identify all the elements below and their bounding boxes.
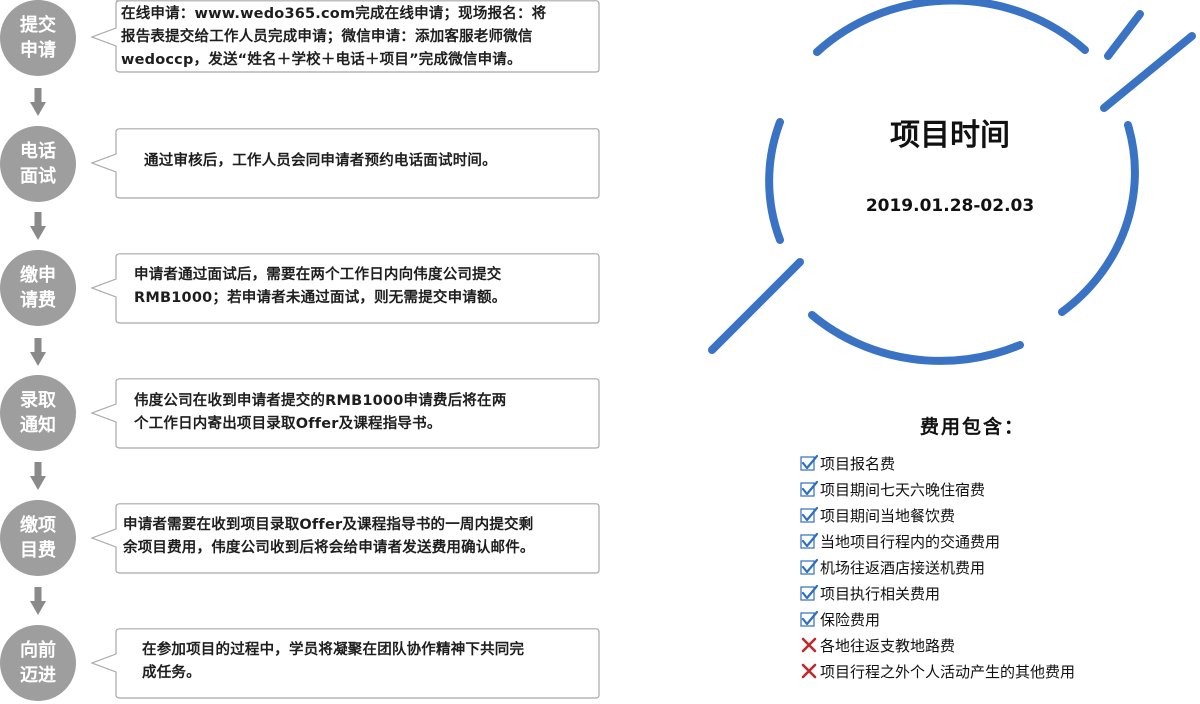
accent-stroke-top-left <box>1104 10 1144 60</box>
step-label-line: 请费 <box>20 290 56 311</box>
checkbox-checked-icon <box>800 506 818 523</box>
fee-item-text: 项目报名费 <box>820 454 896 473</box>
fee-list-title: 费用包含： <box>920 416 1026 438</box>
callout-program-fee: 申请者需要在收到项目录取Offer及课程指导书的一周内提交剩 余项目费用，伟度公… <box>90 503 602 575</box>
step-label-line: 向前 <box>20 640 56 661</box>
step-circle-interview: 电话面试 <box>0 126 76 202</box>
text-line: 在参加项目的过程中，学员将凝聚在团队协作精神下共同完 <box>142 642 525 658</box>
callout-text: 在参加项目的过程中，学员将凝聚在团队协作精神下共同完 成任务。 <box>142 639 594 685</box>
timeline-ring-graphic <box>708 0 1196 365</box>
callout-submit: 在线申请：www.wedo365.com完成在线申请；现场报名：将 报告表提交给… <box>90 0 602 74</box>
step-label-line: 通知 <box>20 415 56 436</box>
callout-frame <box>90 628 600 699</box>
fee-item-text: 项目行程之外个人活动产生的其他费用 <box>820 662 1076 681</box>
fee-item-included: 项目报名费 <box>800 450 1075 476</box>
fee-item-included: 当地项目行程内的交通费用 <box>800 528 1075 554</box>
fee-item-included: 项目执行相关费用 <box>800 580 1075 606</box>
ring-arc-bottom <box>808 311 1024 365</box>
text-line: 个工作日内寄出项目录取Offer及课程指导书。 <box>134 416 442 432</box>
callout-admission: 伟度公司在收到申请者提交的RMB1000申请费后将在两 个工作日内寄出项目录取O… <box>90 378 602 450</box>
fee-item-excluded: 项目行程之外个人活动产生的其他费用 <box>800 658 1075 684</box>
text-line: 申请者需要在收到项目录取Offer及课程指导书的一周内提交剩 <box>123 517 534 533</box>
text-line: 余项目费用，伟度公司收到后将会给申请者发送费用确认邮件。 <box>123 540 535 556</box>
step-label-line: 提交 <box>20 15 56 36</box>
step-label-line: 迈进 <box>20 665 56 686</box>
text-line: 在线申请：www.wedo365.com完成在线申请；现场报名：将 <box>121 6 547 22</box>
callout-frame <box>90 0 600 73</box>
callout-frame <box>90 253 600 324</box>
fee-list: 项目报名费 项目期间七天六晚住宿费 项目期间当地餐饮费 当地项目行程内的交通费用… <box>800 450 1075 684</box>
arrow-down-icon <box>30 338 46 366</box>
accent-stroke-top-right <box>1100 32 1196 112</box>
arrow-down-icon <box>30 462 46 490</box>
arrow-down-icon <box>30 212 46 240</box>
checkbox-checked-icon <box>800 480 818 497</box>
checkbox-checked-icon <box>800 454 818 471</box>
checkbox-checked-icon <box>800 584 818 601</box>
checkbox-checked-icon <box>800 610 818 627</box>
step-label-line: 面试 <box>20 166 56 187</box>
callout-move-forward: 在参加项目的过程中，学员将凝聚在团队协作精神下共同完 成任务。 <box>90 628 602 700</box>
fee-item-excluded: 各地往返支教地路费 <box>800 632 1075 658</box>
fee-item-text: 项目执行相关费用 <box>820 584 941 603</box>
step-circle-move-forward: 向前迈进 <box>0 625 76 701</box>
fee-item-text: 保险费用 <box>820 610 881 629</box>
checkbox-checked-icon <box>800 532 818 549</box>
callout-interview: 通过审核后，工作人员会同申请者预约电话面试时间。 <box>90 128 602 200</box>
text-line: 伟度公司在收到申请者提交的RMB1000申请费后将在两 <box>134 393 507 409</box>
ring-arc-top <box>813 0 1089 56</box>
fee-item-text: 当地项目行程内的交通费用 <box>820 532 1001 551</box>
fee-item-text: 各地往返支教地路费 <box>820 636 956 655</box>
fee-item-text: 项目期间七天六晚住宿费 <box>820 480 986 499</box>
cross-icon <box>801 637 817 653</box>
text-line: 申请者通过面试后，需要在两个工作日内向伟度公司提交 <box>134 267 502 283</box>
text-line: 通过审核后，工作人员会同申请者预约电话面试时间。 <box>144 153 497 169</box>
fee-item-included: 项目期间七天六晚住宿费 <box>800 476 1075 502</box>
text-line: RMB1000；若申请者未通过面试，则无需提交申请额。 <box>134 290 507 306</box>
fee-item-included: 项目期间当地餐饮费 <box>800 502 1075 528</box>
callout-text: 申请者通过面试后，需要在两个工作日内向伟度公司提交 RMB1000；若申请者未通… <box>134 264 594 310</box>
timeline-date: 2019.01.28-02.03 <box>865 196 1035 216</box>
fee-item-text: 机场往返酒店接送机费用 <box>820 558 986 577</box>
callout-text: 申请者需要在收到项目录取Offer及课程指导书的一周内提交剩 余项目费用，伟度公… <box>123 514 599 560</box>
fee-item-included: 机场往返酒店接送机费用 <box>800 554 1075 580</box>
step-circle-program-fee: 缴项目费 <box>0 500 76 576</box>
step-label-line: 缴申 <box>20 265 56 286</box>
text-line: wedoccp，发送“姓名＋学校＋电话＋项目”完成微信申请。 <box>121 52 522 68</box>
callout-text: 通过审核后，工作人员会同申请者预约电话面试时间。 <box>144 150 594 173</box>
callout-frame <box>90 378 600 449</box>
step-label-line: 申请 <box>20 40 56 61</box>
text-line: 成任务。 <box>142 665 201 681</box>
ring-arc-left <box>765 118 784 244</box>
step-label-line: 电话 <box>20 141 56 162</box>
step-circle-admission: 录取通知 <box>0 375 76 451</box>
ring-arc-right <box>1058 121 1139 316</box>
cross-icon <box>801 663 817 679</box>
step-label-line: 目费 <box>20 540 56 561</box>
step-label-line: 录取 <box>20 390 56 411</box>
text-line: 报告表提交给工作人员完成申请；微信申请：添加客服老师微信 <box>121 29 533 45</box>
fee-item-included: 保险费用 <box>800 606 1075 632</box>
checkbox-checked-icon <box>800 558 818 575</box>
timeline-title: 项目时间 <box>890 118 1010 153</box>
arrow-down-icon <box>30 88 46 116</box>
step-circle-submit: 提交申请 <box>0 0 76 76</box>
accent-stroke-bottom-left <box>708 258 804 354</box>
callout-text: 伟度公司在收到申请者提交的RMB1000申请费后将在两 个工作日内寄出项目录取O… <box>134 390 594 436</box>
callout-frame <box>90 503 600 574</box>
arrow-down-icon <box>30 587 46 615</box>
callout-frame <box>90 128 600 199</box>
step-label-line: 缴项 <box>20 515 56 536</box>
callout-application-fee: 申请者通过面试后，需要在两个工作日内向伟度公司提交 RMB1000；若申请者未通… <box>90 253 602 325</box>
step-circle-application-fee: 缴申请费 <box>0 250 76 326</box>
callout-text: 在线申请：www.wedo365.com完成在线申请；现场报名：将 报告表提交给… <box>121 3 599 72</box>
fee-item-text: 项目期间当地餐饮费 <box>820 506 956 525</box>
